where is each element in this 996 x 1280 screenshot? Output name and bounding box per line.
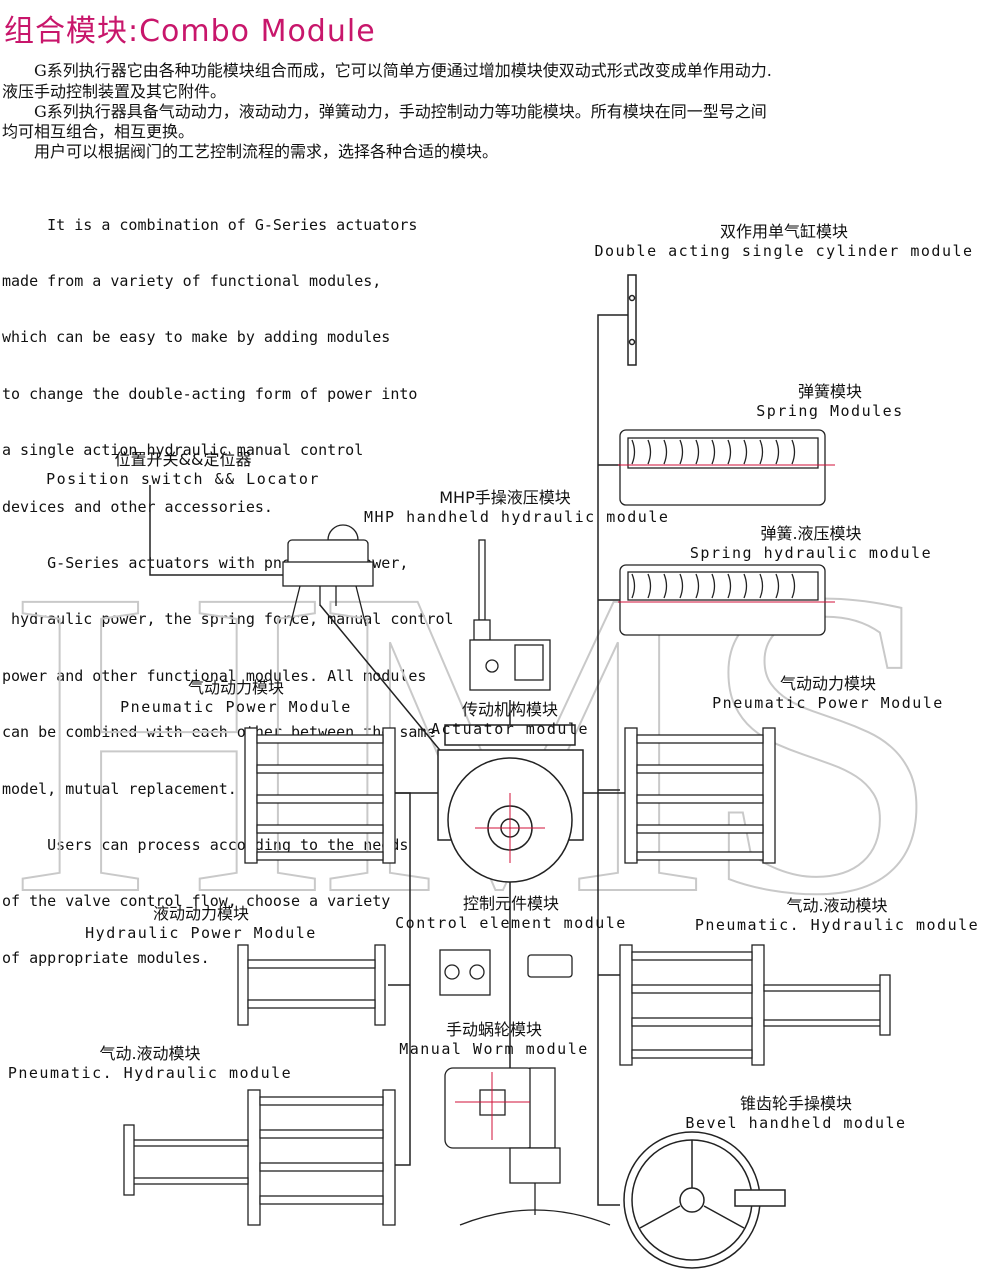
- label-control-element: 控制元件模块 Control element module: [395, 894, 627, 932]
- bevel-handwheel-drawing: [623, 1131, 786, 1269]
- mhp-hydraulic-drawing: [469, 539, 551, 691]
- en-line: to change the double-acting form of powe…: [2, 384, 418, 403]
- label-actuator: 传动机构模块 Actuator module: [431, 700, 589, 738]
- spring-hydraulic-module-drawing: [618, 564, 835, 636]
- en-line: made from a variety of functional module…: [2, 271, 382, 290]
- label-spring: 弹簧模块 Spring Modules: [756, 382, 904, 420]
- label-bevel: 锥齿轮手操模块 Bevel handheld module: [685, 1094, 907, 1132]
- cn-paragraph-line-4: 均可相互组合，相互更换。: [2, 122, 195, 141]
- spring-module-drawing: [618, 429, 835, 506]
- en-line: model, mutual replacement.: [2, 779, 237, 798]
- label-pneumatic-left: 气动动力模块 Pneumatic Power Module: [120, 678, 352, 716]
- en-line: of the valve control flow, choose a vari…: [2, 892, 391, 911]
- label-spring-hydraulic: 弹簧.液压模块 Spring hydraulic module: [689, 524, 933, 562]
- en-line: It is a combination of G-Series actuator…: [2, 215, 418, 234]
- connector-right-trunk: [597, 314, 630, 1206]
- label-double-acting: 双作用单气缸模块 Double acting single cylinder m…: [594, 222, 974, 260]
- en-line: which can be easy to make by adding modu…: [2, 328, 391, 347]
- cn-paragraph-line-2: 液压手动控制装置及其它附件。: [2, 82, 227, 101]
- pneumatic-hydraulic-right-drawing: [619, 944, 891, 1066]
- en-line: power and other functional modules. All …: [2, 666, 427, 685]
- page-title: 组合模块:Combo Module: [4, 14, 376, 49]
- label-mhp: MHP手操液压模块 MHP handheld hydraulic module: [364, 488, 670, 526]
- en-line: a single action hydraulic manual control: [2, 441, 364, 460]
- connector-position-switch: [149, 485, 285, 576]
- cn-paragraph-line-5: 用户可以根据阀门的工艺控制流程的需求，选择各种合适的模块。: [2, 142, 499, 161]
- label-position-switch: 位置开关&&定位器 Position switch && Locator: [46, 450, 320, 488]
- en-line: devices and other accessories.: [2, 497, 273, 516]
- en-line: hydraulic power, the spring force, manua…: [2, 610, 454, 629]
- label-hydraulic-power: 液动动力模块 Hydraulic Power Module: [85, 904, 317, 942]
- label-pneumatic-hydraulic-left: 气动.液动模块 Pneumatic. Hydraulic module: [7, 1044, 293, 1082]
- double-acting-plate: [627, 274, 637, 366]
- position-switch-drawing: [282, 524, 374, 627]
- pneumatic-left-drawing: [244, 727, 396, 864]
- label-pneumatic-hydraulic-right: 气动.液动模块 Pneumatic. Hydraulic module: [694, 896, 980, 934]
- label-manual-worm: 手动蜗轮模块 Manual Worm module: [399, 1020, 589, 1058]
- hydraulic-power-drawing: [237, 944, 386, 1026]
- control-element-drawing: [439, 949, 573, 996]
- label-pneumatic-right: 气动动力模块 Pneumatic Power Module: [712, 674, 944, 712]
- pneumatic-right-drawing: [624, 727, 776, 864]
- en-line: of appropriate modules.: [2, 948, 210, 967]
- actuator-module-drawing: [437, 724, 584, 883]
- manual-worm-drawing: [444, 1067, 611, 1226]
- pneumatic-hydraulic-left-drawing: [123, 1089, 396, 1226]
- cn-paragraph-line-3: G系列执行器具备气动动力，液动动力，弹簧动力，手动控制动力等功能模块。所有模块在…: [2, 102, 767, 121]
- cn-paragraph-line-1: G系列执行器它由各种功能模块组合而成，它可以简单方便通过增加模块使双动式形式改变…: [2, 61, 772, 80]
